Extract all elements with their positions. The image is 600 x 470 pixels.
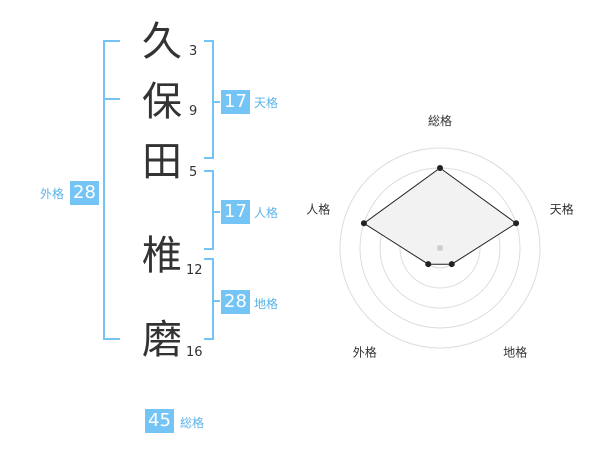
jinkaku-value: 17 bbox=[221, 200, 250, 224]
jinkaku-label: 人格 bbox=[254, 206, 279, 220]
radar-axis-label-1: 総格 bbox=[428, 113, 452, 128]
name-char-5: 磨 bbox=[142, 317, 182, 363]
gaikaku-value: 28 bbox=[70, 181, 99, 205]
radar-axis-label-4: 外格 bbox=[353, 345, 377, 360]
radar-ring-5 bbox=[339, 147, 541, 349]
radar-point-4 bbox=[425, 261, 432, 268]
stroke-count-3: 5 bbox=[189, 165, 198, 180]
radar-axis-label-3: 地格 bbox=[503, 345, 527, 360]
radar-axis-label-5: 人格 bbox=[306, 201, 330, 216]
name-char-2: 保 bbox=[142, 79, 182, 125]
soukaku-value: 45 bbox=[145, 409, 174, 433]
gaikaku-label: 外格 bbox=[40, 187, 65, 201]
radar-axis-label-2: 天格 bbox=[550, 201, 574, 216]
radar-center-dot bbox=[437, 245, 443, 251]
stroke-count-5: 16 bbox=[186, 345, 203, 360]
radar-polygon bbox=[363, 167, 517, 265]
name-char-3: 田 bbox=[142, 139, 182, 185]
name-char-4: 椎 bbox=[142, 233, 182, 279]
stroke-count-4: 12 bbox=[186, 263, 203, 278]
radar-point-3 bbox=[448, 261, 455, 268]
radar-point-1 bbox=[437, 165, 443, 171]
radar-point-5 bbox=[360, 220, 367, 227]
stroke-count-1: 3 bbox=[189, 44, 198, 59]
chikaku-value: 28 bbox=[221, 290, 250, 314]
soukaku-label: 総格 bbox=[180, 416, 205, 430]
stroke-count-2: 9 bbox=[189, 104, 198, 119]
tenkaku-value: 17 bbox=[221, 90, 250, 114]
chikaku-label: 地格 bbox=[254, 297, 279, 311]
name-char-1: 久 bbox=[142, 19, 182, 65]
tenkaku-label: 天格 bbox=[254, 96, 279, 110]
radar-point-2 bbox=[513, 220, 520, 227]
